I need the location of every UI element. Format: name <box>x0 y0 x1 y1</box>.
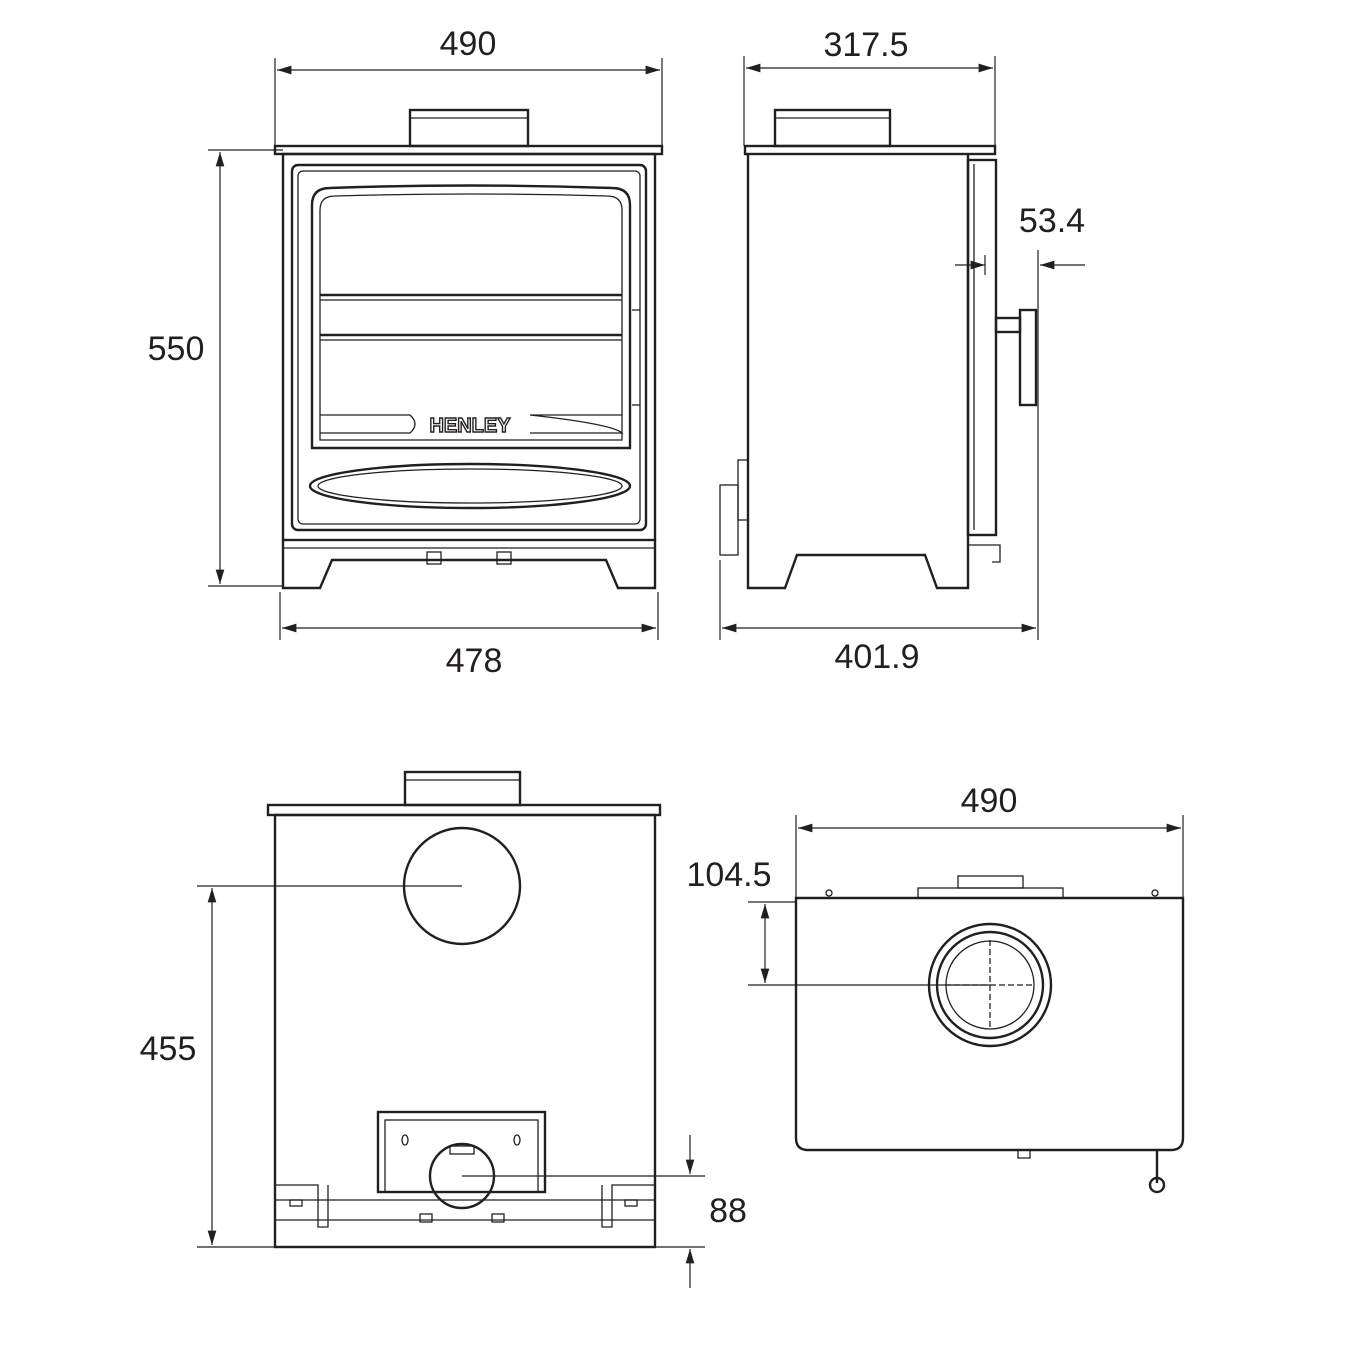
brand-logo: HENLEY <box>429 415 511 437</box>
dimension-label: 317.5 <box>823 26 908 64</box>
dimension-label: 550 <box>148 330 205 368</box>
dimension-label: 478 <box>446 642 503 680</box>
dimension-label: 490 <box>961 782 1018 820</box>
top-dimensions: 490 104.5 <box>686 782 1184 986</box>
dimension-label: 53.4 <box>1019 202 1085 240</box>
dimension-label: 88 <box>709 1192 747 1230</box>
dimension-label: 455 <box>140 1030 197 1068</box>
side-view <box>719 108 1038 590</box>
rear-dimensions: 455 88 <box>140 885 747 1288</box>
front-view: HENLEY <box>273 108 664 590</box>
dimension-label: 104.5 <box>686 856 771 894</box>
dimension-label: 490 <box>440 25 497 63</box>
dimension-label: 401.9 <box>834 638 919 676</box>
front-dimensions: 490 478 550 <box>148 25 663 680</box>
top-view <box>794 875 1185 1194</box>
side-dimensions: 317.5 401.9 53.4 <box>719 26 1085 676</box>
